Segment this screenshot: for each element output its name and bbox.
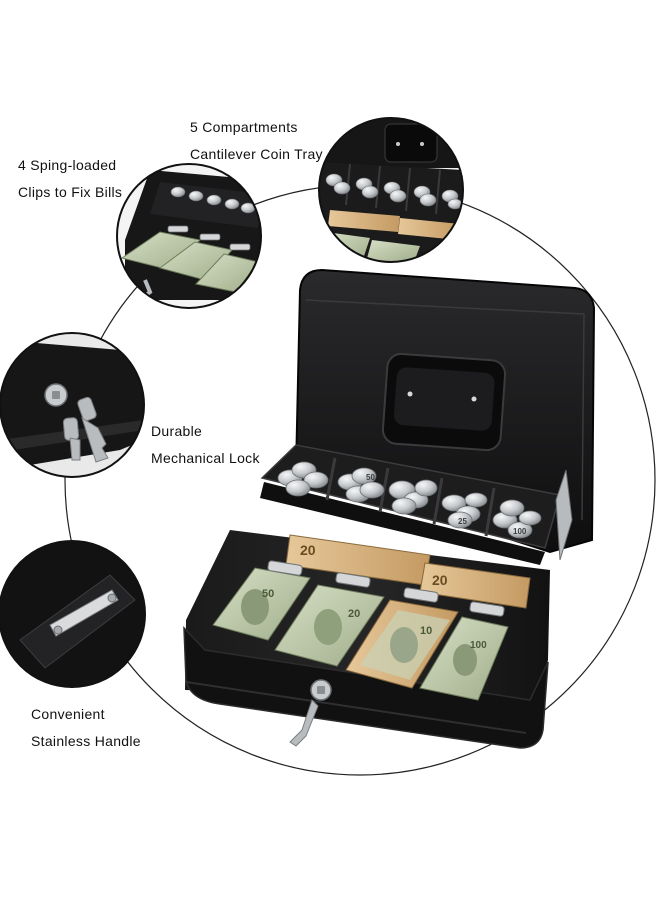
box-front: [183, 626, 549, 749]
callout-lock-line1: Durable: [151, 423, 203, 439]
svg-text:20: 20: [300, 542, 316, 558]
callout-lock-line2: Mechanical Lock: [151, 450, 260, 466]
bill-value-label: 10: [420, 625, 432, 637]
detail-circle-lock: [0, 332, 145, 478]
bill-stack-2: 20: [274, 584, 385, 667]
bill-clips: [267, 560, 505, 617]
coin-value-label: 50: [366, 473, 375, 482]
bill-stack-3: 10: [345, 599, 459, 689]
callout-lock: Durable Mechanical Lock: [151, 418, 260, 472]
coins: [277, 461, 542, 539]
callout-handle: Convenient Stainless Handle: [31, 701, 141, 755]
detail-circle-coin-tray: [318, 117, 464, 263]
callout-clips-line2: Clips to Fix Bills: [18, 184, 123, 200]
coin-value-label: 25: [458, 517, 467, 526]
bill-value-label: 20: [348, 608, 360, 620]
cash-box: 20 20 50 20 10: [183, 268, 596, 749]
callout-compartments-line1: 5 Compartments: [190, 119, 298, 135]
svg-text:20: 20: [432, 572, 448, 588]
bill-stack-1: 50: [212, 567, 311, 641]
handle-icon: [49, 589, 119, 637]
detail-circle-handle: [0, 540, 146, 688]
lid-handle: [381, 352, 507, 452]
callout-clips-line1: 4 Sping-loaded: [18, 157, 117, 173]
back-bills: 20 20: [285, 534, 531, 609]
callout-clips: 4 Sping-loaded Clips to Fix Bills: [18, 152, 122, 206]
callout-handle-line2: Stainless Handle: [31, 733, 141, 749]
key-icon: [62, 396, 109, 463]
front-lock: [289, 679, 332, 747]
callout-compartments-line2: Cantilever Coin Tray: [190, 146, 323, 162]
detail-circle-bill-clips: [116, 163, 262, 309]
callout-compartments: 5 Compartments Cantilever Coin Tray: [190, 114, 323, 168]
bill-value-label: 100: [470, 640, 487, 651]
callout-handle-line1: Convenient: [31, 706, 105, 722]
coin-value-label: 100: [513, 527, 527, 536]
bill-stack-4: 100: [419, 616, 509, 701]
key-icon: [289, 699, 319, 747]
bill-value-label: 50: [262, 588, 274, 600]
